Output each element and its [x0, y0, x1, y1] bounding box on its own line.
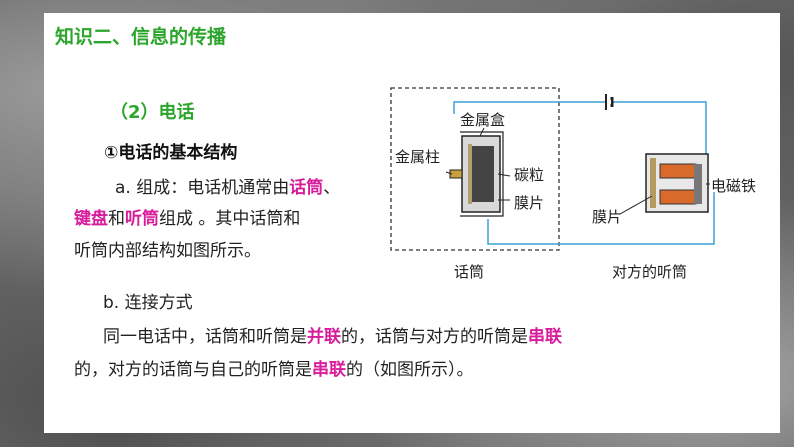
leader-diaphragm-right: [619, 195, 653, 215]
he: 和: [108, 209, 125, 229]
term-jianpan: 键盘: [74, 209, 108, 229]
bottom-wire: [487, 192, 715, 245]
leader-metal-post: [445, 171, 453, 175]
magnet-core: [694, 164, 702, 204]
connection-text: 同一电话中，话筒和听筒是: [103, 327, 307, 347]
label-electromagnet: 电磁铁: [711, 177, 757, 195]
connection-text: 的，对方的话筒与自己的听筒是: [74, 360, 312, 380]
composition-prefix: a. 组成：电话机通常由: [115, 178, 290, 198]
electromagnet-coil-bottom: [659, 189, 697, 205]
subsection-heading: ①电话的基本结构: [104, 143, 238, 163]
term-chuan-1: 串联: [528, 327, 562, 347]
section-heading: （2）电话: [110, 102, 195, 123]
caption-receiver: 对方的听筒: [612, 263, 688, 281]
carbon-granules: [472, 146, 494, 202]
label-metal-post: 金属柱: [395, 148, 441, 166]
dunhao: 、: [323, 178, 341, 198]
battery-gap: [607, 100, 611, 104]
composition-line-2: 键盘和听筒组成 。其中话筒和: [74, 204, 300, 229]
mic-dashed-box: [390, 87, 560, 251]
term-tingtong: 听筒: [125, 209, 159, 229]
label-carbon: 碳粒: [514, 166, 545, 184]
leader-carbon: [497, 173, 511, 177]
connection-line-1: 同一电话中，话筒和听筒是并联的，话筒与对方的听筒是串联: [103, 322, 562, 347]
connection-label: b. 连接方式: [103, 293, 193, 313]
slide-card: [44, 13, 780, 433]
term-huatong: 话筒: [289, 178, 324, 198]
term-bing: 并联: [307, 327, 341, 347]
electromagnet-coil-top: [659, 163, 697, 179]
circuit-svg: [390, 87, 715, 251]
telephone-diagram: 金属盒 金属柱 碳粒 膜片 膜片 话筒 对方的听筒: [388, 84, 718, 284]
composition-line-1: a. 组成：电话机通常由话筒、: [115, 173, 340, 198]
top-wire: [453, 101, 707, 164]
leader-metal-box: [479, 127, 485, 137]
receiver-diaphragm: [650, 158, 656, 208]
caption-mic: 话筒: [454, 263, 485, 281]
metal-post: [449, 169, 463, 179]
connection-text: 的，话筒与对方的听筒是: [341, 327, 528, 347]
label-diaphragm-right: 膜片: [592, 208, 623, 226]
composition-suffix: 组成 。其中话筒和: [159, 209, 301, 229]
slide-title: 知识二、信息的传播: [55, 26, 227, 48]
label-metal-box: 金属盒: [460, 111, 506, 129]
connection-text: 的（如图所示）。: [346, 360, 474, 380]
mic-diaphragm: [468, 144, 472, 204]
composition-line-3: 听筒内部结构如图所示。: [74, 241, 261, 261]
label-diaphragm-left: 膜片: [514, 194, 545, 212]
term-chuan-2: 串联: [312, 360, 346, 380]
connection-line-2: 的，对方的话筒与自己的听筒是串联的（如图所示）。: [74, 355, 474, 380]
